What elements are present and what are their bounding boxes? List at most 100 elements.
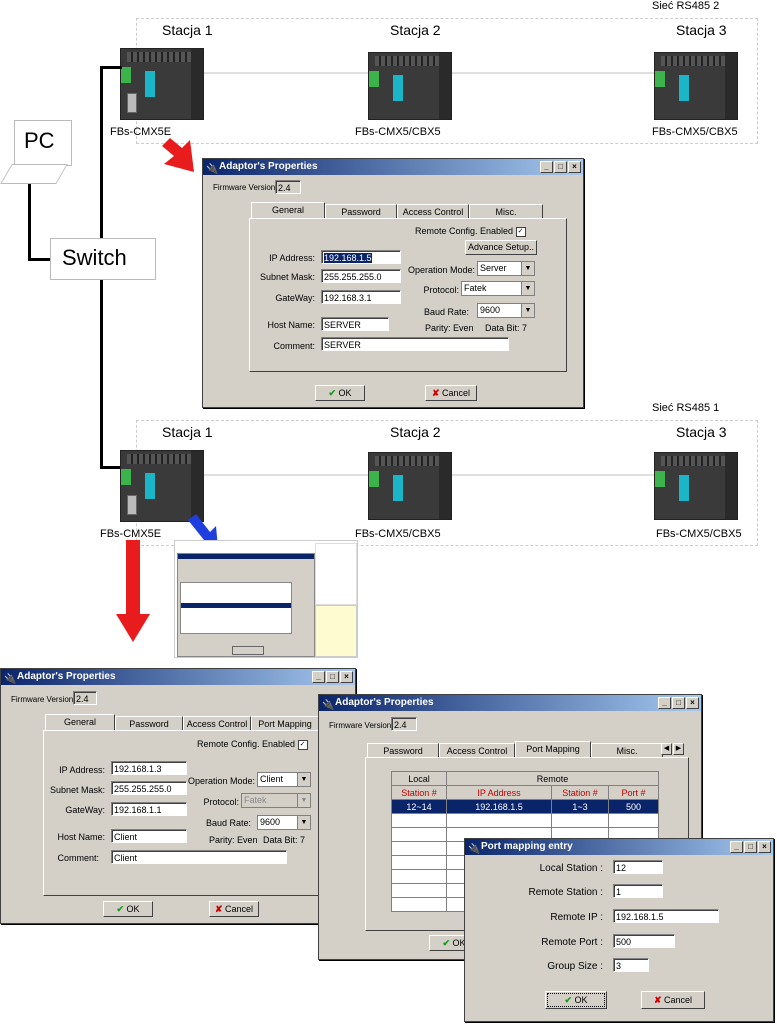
close-button[interactable]: × — [686, 697, 699, 709]
chevron-down-icon: ▼ — [521, 282, 534, 295]
advance-setup-button[interactable]: Advance Setup.. — [465, 240, 537, 255]
bottom-station-1: Stacja 1 — [162, 424, 213, 440]
group-remote: Remote — [446, 771, 659, 786]
remote-station-input[interactable]: 1 — [613, 884, 663, 898]
maximize-button[interactable]: □ — [326, 671, 339, 683]
bottom-station-3: Stacja 3 — [676, 424, 727, 440]
protocol-select[interactable]: Fatek▼ — [461, 281, 535, 296]
bottom-device-3: FBs-CMX5/CBX5 — [656, 528, 742, 540]
top-device-2: FBs-CMX5/CBX5 — [355, 126, 441, 138]
baud-label: Baud Rate: — [205, 818, 251, 828]
maximize-button[interactable]: □ — [554, 161, 567, 173]
ip-input[interactable]: 192.168.1.5 — [321, 250, 401, 264]
ip-input[interactable]: 192.168.1.3 — [111, 761, 187, 775]
gateway-input[interactable]: 192.168.1.1 — [111, 802, 187, 816]
comment-label: Comment: — [57, 853, 99, 863]
top-plc-3 — [654, 52, 738, 120]
bottom-station-2: Stacja 2 — [390, 424, 441, 440]
table-row[interactable]: 12~14 192.168.1.5 1~3 500 — [391, 799, 659, 814]
comment-input[interactable]: SERVER — [321, 337, 509, 351]
local-station-input[interactable]: 12 — [613, 860, 663, 874]
tab-port-mapping[interactable]: Port Mapping — [515, 741, 591, 757]
close-button[interactable]: × — [340, 671, 353, 683]
minimize-button[interactable]: _ — [312, 671, 325, 683]
tab-scroll-left-button[interactable]: ◀ — [661, 743, 672, 755]
bottom-plc-2 — [368, 452, 452, 520]
plug-icon: 🔌 — [206, 164, 219, 175]
tab-port-mapping[interactable]: Port Mapping — [251, 716, 319, 730]
remote-config-label: Remote Config. Enabled ✓ — [197, 739, 308, 750]
minimize-button[interactable]: _ — [658, 697, 671, 709]
firmware-label: Firmware Version: — [213, 183, 278, 192]
maximize-button[interactable]: □ — [672, 697, 685, 709]
top-device-1: FBs-CMX5E — [110, 126, 172, 138]
tab-scroll-right-button[interactable]: ▶ — [673, 743, 684, 755]
x-icon: ✘ — [653, 995, 662, 1005]
wire-top-h — [100, 66, 122, 69]
table-row[interactable] — [391, 813, 659, 828]
tab-general[interactable]: General — [45, 714, 115, 730]
top-device-3: FBs-CMX5/CBX5 — [652, 126, 738, 138]
wire-pc-v — [28, 182, 31, 260]
tab-password[interactable]: Password — [325, 204, 397, 218]
mask-input[interactable]: 255.255.255.0 — [111, 781, 187, 795]
blue-arrow-icon — [188, 514, 218, 548]
ok-button[interactable]: ✔ OK — [545, 991, 607, 1009]
cancel-button[interactable]: ✘ Cancel — [641, 991, 705, 1009]
tab-general[interactable]: General — [251, 202, 325, 218]
comment-label: Comment: — [273, 341, 315, 351]
maximize-button[interactable]: □ — [744, 841, 757, 853]
tab-access-control[interactable]: Access Control — [439, 743, 515, 757]
general-panel — [249, 218, 567, 372]
minimize-button[interactable]: _ — [730, 841, 743, 853]
ok-button[interactable]: ✔ OK — [103, 901, 153, 917]
opmode-select[interactable]: Server▼ — [477, 261, 535, 276]
top-station-2: Stacja 2 — [390, 22, 441, 38]
baud-select[interactable]: 9600▼ — [477, 303, 535, 318]
tab-access-control[interactable]: Access Control — [183, 716, 251, 730]
chevron-down-icon: ▼ — [521, 304, 534, 317]
close-button[interactable]: × — [568, 161, 581, 173]
remote-config-checkbox[interactable]: ✓ — [515, 226, 526, 237]
firmware-value: 2.4 — [275, 180, 301, 194]
group-size-input[interactable]: 3 — [613, 958, 649, 972]
opmode-select[interactable]: Client▼ — [257, 772, 311, 787]
remote-ip-input[interactable]: 192.168.1.5 — [613, 909, 719, 923]
remote-port-input[interactable]: 500 — [613, 934, 675, 948]
databit-text: Data Bit: 7 — [263, 835, 306, 845]
gateway-input[interactable]: 192.168.3.1 — [321, 290, 401, 304]
cancel-button[interactable]: ✘ Cancel — [209, 901, 259, 917]
plug-icon: 🔌 — [468, 844, 481, 855]
gateway-label: GateWay: — [275, 293, 315, 303]
col-port: Port # — [608, 785, 659, 800]
baud-select[interactable]: 9600▼ — [257, 815, 311, 830]
ok-button[interactable]: ✔ OK — [315, 385, 365, 401]
firmware-value: 2.4 — [391, 717, 417, 731]
tab-password[interactable]: Password — [367, 743, 439, 757]
databit-text: Data Bit: 7 — [485, 323, 528, 333]
tab-misc[interactable]: Misc. — [469, 204, 543, 218]
minimize-button[interactable]: _ — [540, 161, 553, 173]
host-input[interactable]: Client — [111, 829, 187, 843]
opmode-label: Operation Mode: — [407, 265, 475, 275]
comment-input[interactable]: Client — [111, 850, 287, 864]
dialog-client-title: Adaptor's Properties — [17, 671, 116, 682]
cancel-button[interactable]: ✘ Cancel — [425, 385, 477, 401]
chevron-down-icon: ▼ — [521, 262, 534, 275]
chevron-down-icon: ▼ — [297, 816, 310, 829]
remote-config-checkbox[interactable]: ✓ — [297, 739, 308, 750]
bottom-device-2: FBs-CMX5/CBX5 — [355, 528, 441, 540]
top-plc-1 — [120, 48, 204, 120]
protocol-label: Protocol: — [203, 797, 239, 807]
bottom-plc-1 — [120, 450, 204, 522]
host-input[interactable]: SERVER — [321, 317, 389, 331]
tab-password[interactable]: Password — [115, 716, 183, 730]
tab-access-control[interactable]: Access Control — [397, 204, 469, 218]
mask-input[interactable]: 255.255.255.0 — [321, 269, 401, 283]
close-button[interactable]: × — [758, 841, 771, 853]
top-station-3: Stacja 3 — [676, 22, 727, 38]
dialog-entry: 🔌Port mapping entry _□× Local Station : … — [464, 838, 774, 1022]
check-icon: ✔ — [328, 388, 336, 398]
tab-misc[interactable]: Misc. — [591, 743, 663, 757]
protocol-select[interactable]: Fatek▼ — [241, 793, 311, 808]
